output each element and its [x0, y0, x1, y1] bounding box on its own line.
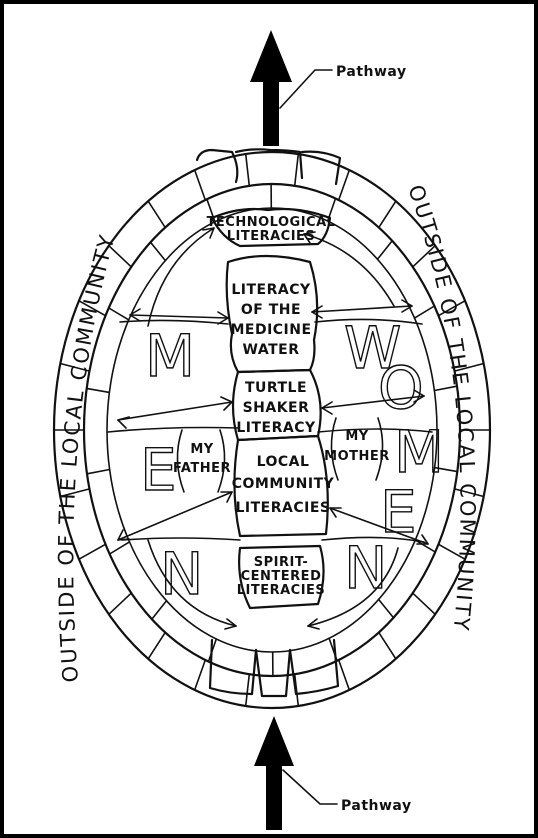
svg-text:LITERACIES: LITERACIES [237, 583, 326, 598]
svg-text:CENTERED: CENTERED [241, 569, 322, 584]
men-letter-m: M [145, 322, 195, 390]
svg-text:SPIRIT-: SPIRIT- [254, 555, 308, 570]
svg-text:COMMUNITY: COMMUNITY [232, 476, 335, 492]
svg-text:MY: MY [345, 429, 368, 444]
svg-text:MEDICINE: MEDICINE [230, 322, 311, 338]
svg-text:MY: MY [190, 442, 213, 457]
svg-text:TURTLE: TURTLE [245, 380, 307, 396]
svg-text:MOTHER: MOTHER [324, 449, 390, 464]
turtle-shaker-label: TURTLE SHAKER LITERACY [236, 380, 316, 436]
svg-text:FATHER: FATHER [173, 461, 231, 476]
svg-text:LITERACY: LITERACY [231, 282, 311, 298]
svg-text:TECHNOLOGICAL: TECHNOLOGICAL [207, 215, 336, 230]
svg-text:LITERACIES: LITERACIES [236, 500, 331, 516]
svg-text:WATER: WATER [243, 342, 300, 358]
pathway-top-label: Pathway [336, 64, 407, 80]
svg-text:SHAKER: SHAKER [243, 400, 310, 416]
women-letter-o: O [378, 354, 424, 422]
pathway-bottom-label: Pathway [341, 798, 412, 814]
men-letter-n: N [160, 540, 203, 608]
svg-text:LITERACIES: LITERACIES [227, 229, 316, 244]
women-letter-m: M [394, 418, 444, 486]
women-letter-n: N [344, 534, 387, 602]
svg-text:LOCAL: LOCAL [257, 454, 310, 470]
svg-text:LITERACY: LITERACY [236, 420, 316, 436]
svg-text:OF THE: OF THE [241, 302, 301, 318]
men-letter-e: E [140, 436, 177, 504]
